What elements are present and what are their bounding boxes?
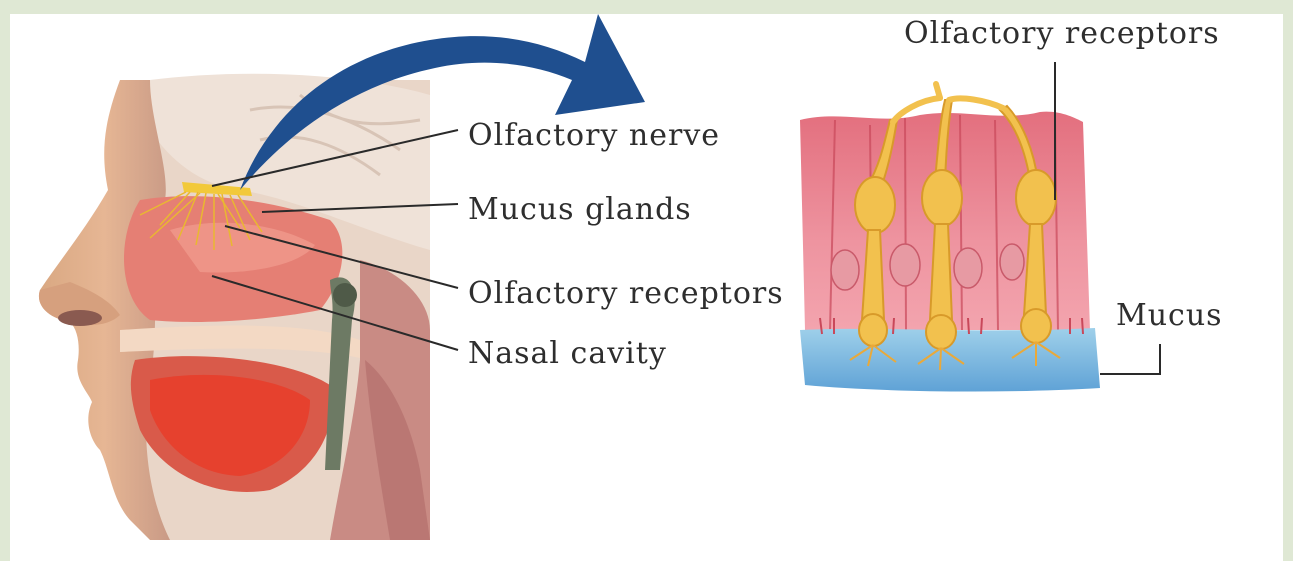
label-mucus: Mucus (1116, 298, 1223, 333)
head-cross-section (39, 74, 430, 540)
label-olfactory-nerve: Olfactory nerve (468, 118, 720, 153)
label-detail-olfactory-receptors: Olfactory receptors (904, 16, 1220, 51)
label-olfactory-receptors: Olfactory receptors (468, 276, 784, 311)
label-nasal-cavity: Nasal cavity (468, 336, 667, 371)
label-mucus-glands: Mucus glands (468, 192, 692, 227)
